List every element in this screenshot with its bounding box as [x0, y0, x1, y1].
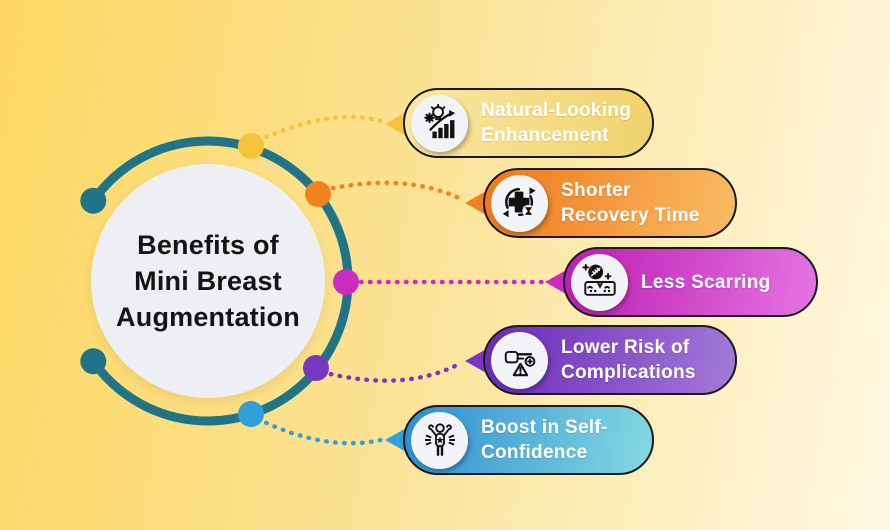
icon-circle	[491, 331, 548, 389]
ring-dot-confidence	[238, 401, 264, 427]
person-star-icon	[424, 423, 455, 456]
skin-scar-stitch-icon	[581, 263, 616, 296]
benefit-label-line: Shorter	[561, 180, 631, 201]
connector-line-confidence	[255, 416, 384, 446]
benefit-label-line: Less Scarring	[641, 271, 771, 293]
benefit-label-line: Enhancement	[481, 125, 609, 146]
infographic-title-line-2: Mini Breast	[134, 266, 282, 296]
benefit-label: Natural-Looking Enhancement	[481, 98, 631, 148]
benefit-label: Less Scarring	[641, 270, 771, 295]
connector-arrow-scarring	[545, 269, 568, 295]
icon-circle	[571, 253, 628, 311]
benefit-label-line: Confidence	[481, 442, 588, 463]
benefit-pill-shorter-recovery: Shorter Recovery Time	[483, 168, 737, 238]
central-title-circle: Benefits of Mini Breast Augmentation	[91, 164, 325, 398]
benefit-label-line: Recovery Time	[561, 205, 700, 226]
infographic-title-line-3: Augmentation	[116, 302, 300, 332]
connector-arrow-risk	[465, 348, 488, 374]
ring-end-dot-bottom	[80, 348, 107, 375]
benefit-label-line: Lower Risk of	[561, 337, 690, 358]
ring-dot-risk	[303, 355, 329, 381]
connector-line-recovery	[321, 180, 464, 202]
benefit-label-line: Natural-Looking	[481, 100, 632, 121]
ring-dot-recovery	[305, 181, 331, 207]
ring-end-dot-top	[80, 187, 107, 214]
benefit-pill-lower-risk: Lower Risk of Complications	[483, 325, 737, 395]
infographic-title-line-1: Benefits of	[137, 230, 279, 260]
connector-arrow-recovery	[465, 190, 488, 216]
icon-circle	[411, 411, 468, 469]
benefit-label: Shorter Recovery Time	[561, 178, 700, 228]
benefit-pill-natural-looking: Natural-Looking Enhancement	[403, 88, 654, 158]
ring-dot-scarring	[333, 269, 359, 295]
icon-circle	[491, 174, 548, 232]
ring-dot-natural-looking	[238, 133, 264, 159]
benefit-label: Lower Risk of Complications	[561, 335, 696, 385]
connector-line-risk	[319, 360, 464, 383]
benefit-label-line: Boost in Self-	[481, 417, 608, 438]
medical-cross-refresh-icon	[502, 187, 536, 218]
benefit-pill-less-scarring: Less Scarring	[563, 247, 818, 317]
hand-warning-icon	[504, 350, 535, 377]
benefit-pill-self-confidence: Boost in Self- Confidence	[403, 405, 654, 475]
icon-circle	[411, 94, 468, 152]
growth-chart-bulb-icon	[423, 104, 455, 139]
connector-arrow-natural-looking	[385, 111, 408, 137]
connector-line-natural-looking	[255, 114, 384, 144]
connector-arrow-confidence	[385, 427, 408, 453]
benefit-label-line: Complications	[561, 362, 696, 383]
benefit-label: Boost in Self- Confidence	[481, 415, 608, 465]
